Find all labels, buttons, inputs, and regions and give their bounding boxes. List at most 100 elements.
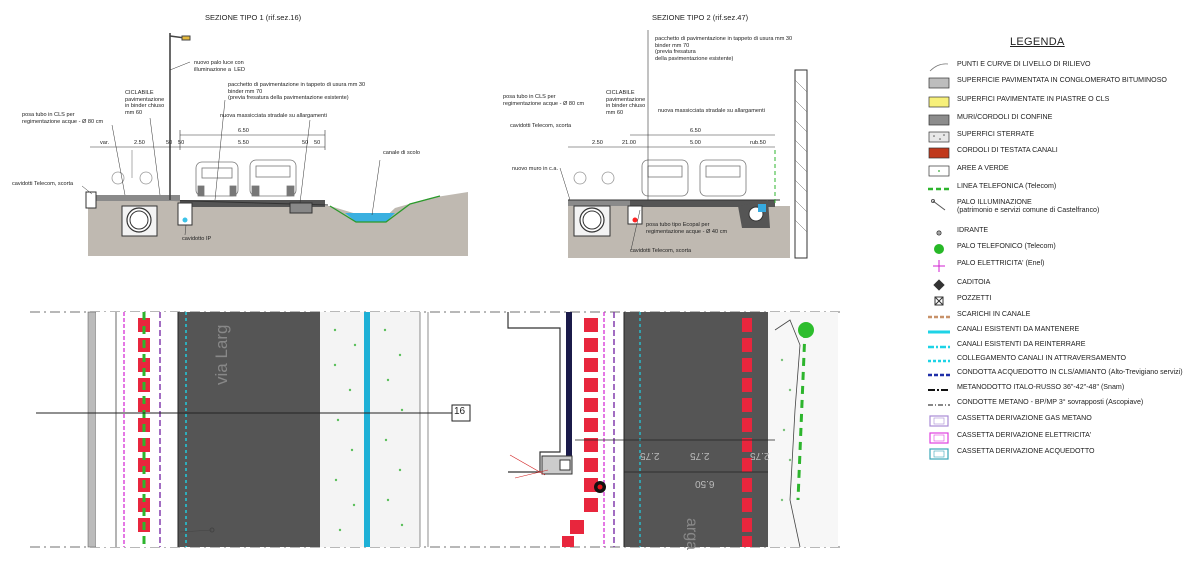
legend-label: CANALI ESISTENTI DA REINTERRARE <box>957 340 1086 348</box>
car-2 <box>249 159 297 197</box>
section2-drawing <box>559 30 808 259</box>
pipe-80-2 <box>579 207 605 233</box>
green-area-swatch-icon <box>928 164 950 177</box>
section1-dim-d6: 50 <box>314 140 321 146</box>
canal-link-line-icon <box>928 354 950 364</box>
telephone-pole-icon <box>928 242 946 254</box>
legend-row: PALO ILLUMINAZIONE (patrimonio e servizi… <box>920 196 1195 214</box>
cycle-path-2 <box>568 200 630 206</box>
plan1-canal <box>364 312 370 547</box>
telecom-box <box>85 191 97 209</box>
legend-row: POZZETTI <box>920 292 1195 306</box>
legend-row: CASSETTA DERIVAZIONE GAS METANO <box>920 412 1195 427</box>
section2-dim-d4: rub.50 <box>750 140 766 146</box>
section2-paving-label: pacchetto di pavimentazione in tappeto d… <box>655 36 793 62</box>
telephone-line-icon <box>928 182 950 192</box>
legend-label: IDRANTE <box>957 226 989 234</box>
section2-dim-d3: 5.00 <box>690 140 701 146</box>
legend-row: SUPERFICI PAVIMENTATE IN PIASTRE O CLS <box>920 93 1195 108</box>
legend-row: COLLEGAMENTO CANALI IN ATTRAVERSAMENTO <box>920 352 1195 366</box>
canal-keep-line-icon <box>928 325 950 335</box>
discharge-line-icon <box>928 310 950 320</box>
legend-label: CONDOTTA ACQUEDOTTO IN CLS/AMIANTO (Alto… <box>957 368 1183 376</box>
plan2-kerb-stripes <box>562 318 598 547</box>
cycle-path <box>90 195 180 201</box>
plan1-street-name: via Larg <box>212 324 231 385</box>
legend-row: CONDOTTA ACQUEDOTTO IN CLS/AMIANTO (Alto… <box>920 366 1195 380</box>
legend-row: IDRANTE <box>920 224 1195 238</box>
legend-row: CONDOTTE METANO - BP/MP 3° sovrapposti (… <box>920 396 1195 410</box>
gas-main-line-icon <box>928 383 950 393</box>
plan2-dim-d: 2.75 <box>750 450 770 461</box>
legend-label: CORDOLI DI TESTATA CANALI <box>957 146 1058 154</box>
section1-light-label: nuovo palo luce con illuminazione a LED <box>194 60 245 73</box>
section2-ecopal-label: posa tubo tipo Ecopal per regimentazione… <box>646 222 728 235</box>
section2-pipe-label: posa tubo in CLS per regimentazione acqu… <box>503 94 585 107</box>
cyclist-figures-2 <box>573 171 615 185</box>
plan1-green-dots <box>333 328 404 532</box>
legend-row: CASSETTA DERIVAZIONE ELETTRICITA' <box>920 429 1195 444</box>
section2-widening-label: nuova massicciata stradale su allargamen… <box>658 108 765 114</box>
legend-row: PUNTI E CURVE DI LIVELLO DI RILIEVO <box>920 58 1195 72</box>
plan-drawing <box>30 311 840 548</box>
concrete-wall <box>794 69 808 259</box>
water-main-line-icon <box>928 368 950 378</box>
legend-row: PALO ELETTRICITA' (Enel) <box>920 257 1195 272</box>
plan2-telecom-line <box>796 329 807 501</box>
legend-row: CANALI ESISTENTI DA REINTERRARE <box>920 338 1195 352</box>
legend-label: AREE A VERDE <box>957 164 1009 172</box>
legend-label: SUPERFICIE PAVIMENTATA IN CONGLOMERATO B… <box>957 76 1167 84</box>
legend-row: METANODOTTO ITALO-RUSSO 36"-42"-48" (Sna… <box>920 381 1195 395</box>
survey-curve-icon <box>928 60 949 72</box>
plan2-building <box>507 312 561 473</box>
electric-box-icon <box>928 431 949 444</box>
kerb-swatch-icon <box>928 146 950 159</box>
legend-label: PALO TELEFONICO (Telecom) <box>957 242 1056 250</box>
legend-label: CANALI ESISTENTI DA MANTENERE <box>957 325 1080 333</box>
section1-pipe-label: posa tubo in CLS per regimentazione acqu… <box>22 112 104 125</box>
section1-dim-d1: 2.50 <box>134 140 145 146</box>
gully-icon <box>928 278 946 291</box>
legend-row: CASSETTA DERIVAZIONE ACQUEDOTTO <box>920 445 1195 460</box>
legend-label: CASSETTA DERIVAZIONE GAS METANO <box>957 414 1092 422</box>
legend-row: LINEA TELEFONICA (Telecom) <box>920 180 1195 194</box>
legend-label: MURI/CORDOLI DI CONFINE <box>957 113 1053 121</box>
legend-title: LEGENDA <box>1010 36 1065 48</box>
legend-label: PALO ELETTRICITA' (Enel) <box>957 259 1045 267</box>
car-4 <box>699 159 747 197</box>
section1-dim-d2: 50 <box>166 140 173 146</box>
plan2-telephone-pole <box>798 322 814 338</box>
section1-dim-d5: 50 <box>302 140 309 146</box>
section1-drawing <box>81 33 468 256</box>
legend-label: METANODOTTO ITALO-RUSSO 36"-42"-48" (Sna… <box>957 383 1125 391</box>
section2-telecom-label: cavidotti Telecom, scorta <box>510 123 572 129</box>
section-16-marker <box>451 404 471 422</box>
section1-ip-label: cavidotto IP <box>182 236 212 242</box>
ip-conduit <box>177 202 193 226</box>
plan2-dim-a: 2.75 <box>640 450 660 461</box>
manhole-icon <box>928 294 946 306</box>
section2-cycle-label: CICLABILE pavimentazione in binder chius… <box>606 90 646 116</box>
gravel-swatch-icon <box>928 130 950 143</box>
legend-row: SUPERFICIE PAVIMENTATA IN CONGLOMERATO B… <box>920 74 1195 89</box>
plan2-street-name: arga <box>683 518 700 551</box>
legend-row: PALO TELEFONICO (Telecom) <box>920 240 1195 254</box>
section1-dim-d4: 5.50 <box>238 140 249 146</box>
power-pole-icon <box>928 259 946 272</box>
section2-wall-label: nuovo muro in c.a. <box>512 166 559 172</box>
legend-row: SCARICHI IN CANALE <box>920 308 1195 322</box>
cyclist-figures <box>111 150 153 185</box>
pipe-80 <box>126 207 152 233</box>
legend-label: CONDOTTE METANO - BP/MP 3° sovrapposti (… <box>957 398 1144 406</box>
legend-label: PUNTI E CURVE DI LIVELLO DI RILIEVO <box>957 60 1091 68</box>
section1-dim-var: var. <box>100 140 110 146</box>
legend-row: SUPERFICI STERRATE <box>920 128 1195 143</box>
section1-widening-label: nuova massicciata stradale su allargamen… <box>220 113 327 119</box>
section1-cycle-label: CICLABILE pavimentazione in binder chius… <box>125 90 165 116</box>
asphalt-swatch-icon <box>928 76 950 89</box>
legend-row: CADITOIA <box>920 276 1195 291</box>
legend-label: CADITOIA <box>957 278 991 286</box>
legend-label: POZZETTI <box>957 294 992 302</box>
section1-paving-label: pacchetto di pavimentazione in tappeto d… <box>228 82 366 102</box>
legend-label: SCARICHI IN CANALE <box>957 310 1031 318</box>
